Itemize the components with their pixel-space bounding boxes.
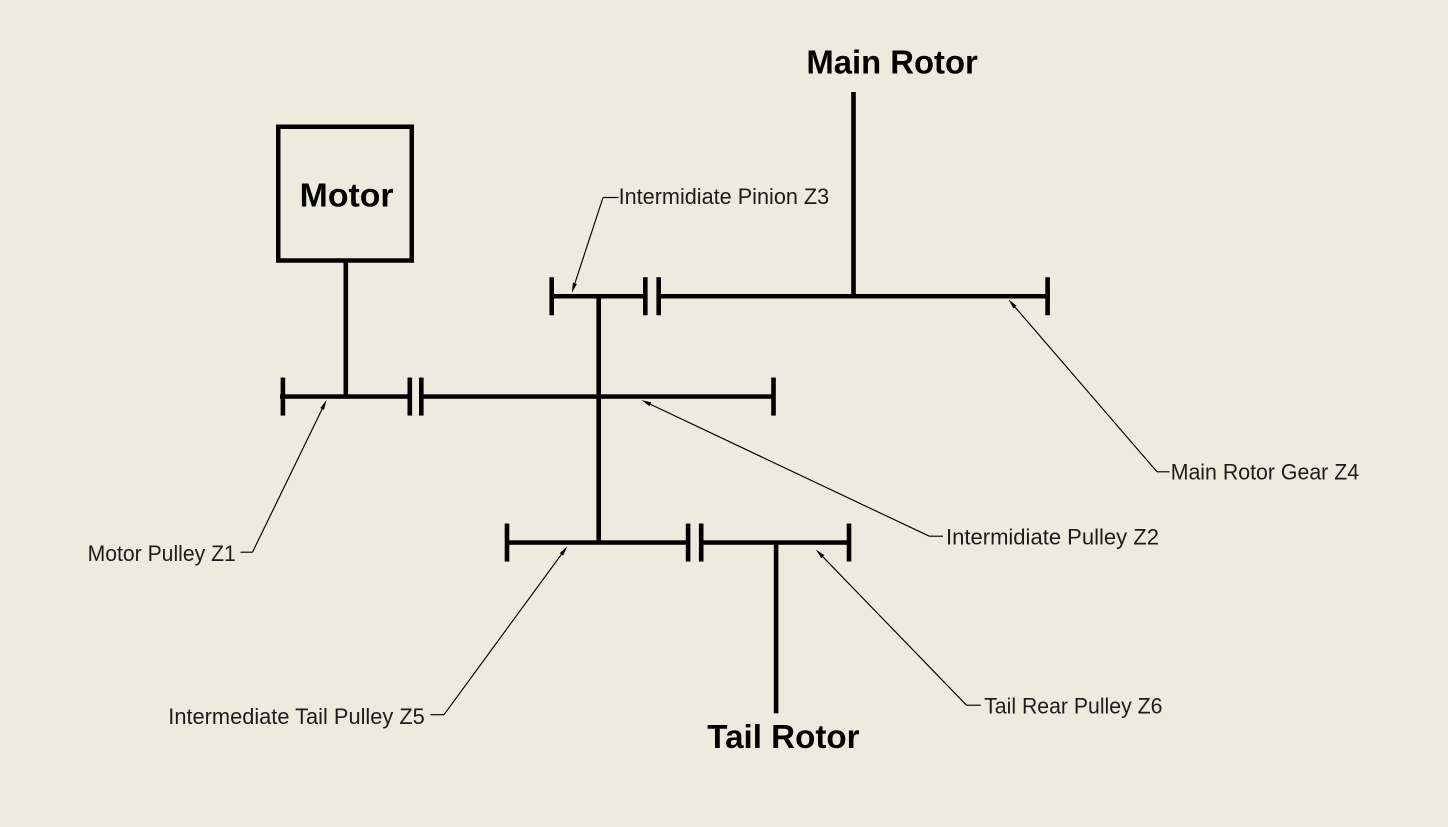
svg-text:Intermediate Tail Pulley Z5: Intermediate Tail Pulley Z5 <box>168 704 425 729</box>
svg-text:Motor Pulley Z1: Motor Pulley Z1 <box>88 541 236 566</box>
svg-text:Intermidiate Pinion Z3: Intermidiate Pinion Z3 <box>619 184 830 209</box>
svg-text:Tail Rotor: Tail Rotor <box>707 718 859 755</box>
svg-text:Main Rotor Gear Z4: Main Rotor Gear Z4 <box>1171 460 1359 485</box>
svg-text:Intermidiate Pulley Z2: Intermidiate Pulley Z2 <box>946 525 1159 550</box>
svg-text:Main Rotor: Main Rotor <box>806 43 978 80</box>
svg-text:Tail Rear Pulley Z6: Tail Rear Pulley Z6 <box>984 694 1162 719</box>
svg-text:Motor: Motor <box>300 176 394 213</box>
